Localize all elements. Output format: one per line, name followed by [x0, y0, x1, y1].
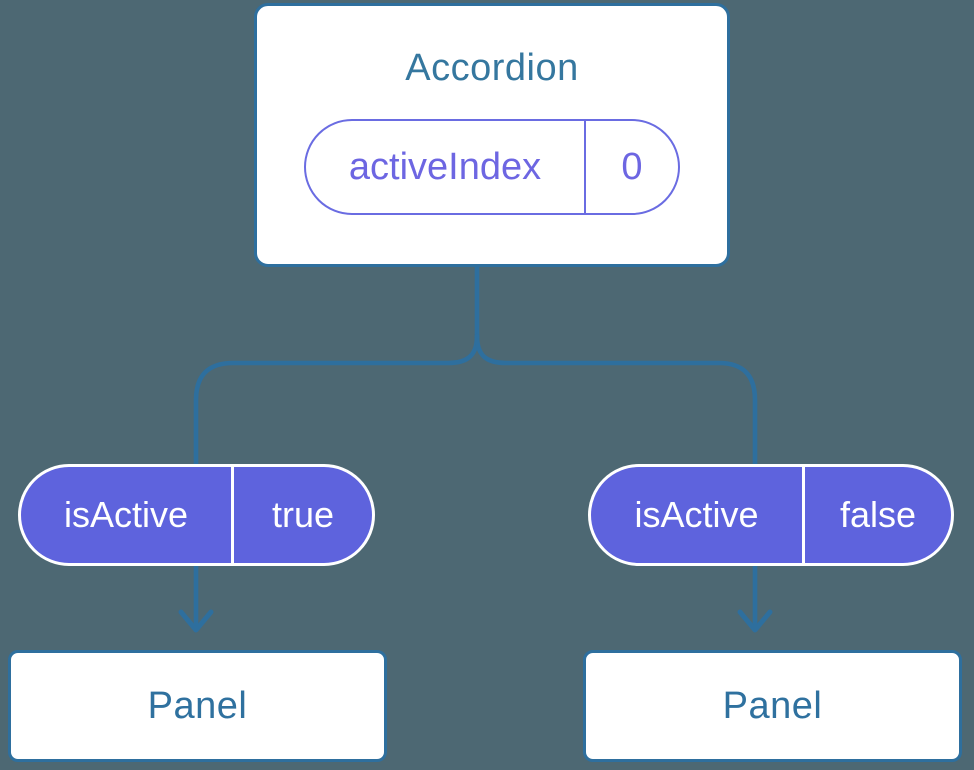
isactive-false-pill: isActive false [588, 464, 954, 566]
isactive-true-pill: isActive true [18, 464, 375, 566]
state-pill-name: activeIndex [306, 121, 586, 213]
prop-pill-name: isActive [21, 467, 234, 563]
branch-right-line [474, 333, 758, 629]
prop-pill-value: false [839, 494, 917, 535]
arrow-head-right-icon [737, 609, 773, 633]
accordion-card: Accordion activeIndex 0 [254, 3, 730, 267]
arrow-head-left-icon [178, 609, 214, 633]
panel-card-right: Panel [583, 650, 962, 762]
prop-pill-value: true [271, 494, 335, 535]
prop-pill-name: isActive [591, 467, 805, 563]
activeindex-state-pill: activeIndex 0 [304, 119, 680, 215]
branch-left-line [193, 333, 480, 629]
state-pill-value: 0 [621, 145, 643, 188]
panel-label: Panel [147, 684, 248, 727]
panel-label: Panel [722, 684, 823, 727]
accordion-title: Accordion [405, 47, 579, 89]
panel-card-left: Panel [8, 650, 387, 762]
